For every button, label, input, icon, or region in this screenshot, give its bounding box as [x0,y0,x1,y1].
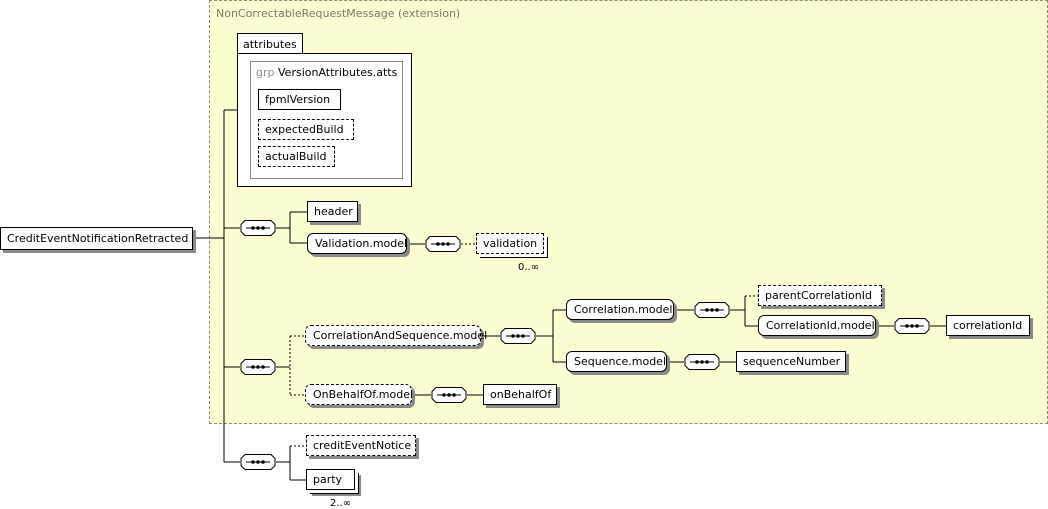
sequence-compositor-3[interactable] [240,453,276,471]
attributes-tab: attributes [237,33,303,54]
sequence-compositor-validation[interactable] [425,235,461,253]
element-sequence-number[interactable]: sequenceNumber [736,351,846,372]
party-cardinality: 2..∞ [330,498,352,509]
model-correlation[interactable]: Correlation.model [566,299,674,320]
element-on-behalf-of[interactable]: onBehalfOf [483,384,557,405]
attribute-group-title: grp VersionAttributes.atts [256,66,397,79]
group-name: VersionAttributes.atts [278,66,398,79]
element-header[interactable]: header [307,201,358,222]
sequence-compositor-correlation-id[interactable] [894,317,930,335]
validation-cardinality: 0..∞ [518,262,540,273]
sequence-compositor-correlation[interactable] [694,301,730,319]
model-correlation-id[interactable]: CorrelationId.model [758,315,876,336]
attr-actual-build[interactable]: actualBuild [258,146,335,167]
element-parent-correlation-id[interactable]: parentCorrelationId [758,285,882,306]
attr-fpml-version[interactable]: fpmlVersion [258,89,341,110]
attr-expected-build[interactable]: expectedBuild [258,119,354,140]
element-party[interactable]: party [306,469,355,490]
root-element[interactable]: CreditEventNotificationRetracted [0,227,193,250]
sequence-compositor-sequence[interactable] [684,353,720,371]
element-validation[interactable]: validation [476,233,544,254]
group-keyword: grp [256,66,275,79]
sequence-compositor-on-behalf-of[interactable] [431,386,467,404]
model-correlation-and-sequence[interactable]: CorrelationAndSequence.model [305,325,487,346]
element-credit-event-notice[interactable]: creditEventNotice [306,435,416,456]
model-sequence[interactable]: Sequence.model [566,351,667,372]
model-on-behalf-of[interactable]: OnBehalfOf.model [305,384,413,405]
sequence-compositor-1[interactable] [240,219,276,237]
element-correlation-id[interactable]: correlationId [946,315,1030,336]
model-validation[interactable]: Validation.model [307,233,407,254]
sequence-compositor-correlation-and-sequence[interactable] [500,327,536,345]
sequence-compositor-2[interactable] [240,358,276,376]
extension-title: NonCorrectableRequestMessage (extension) [216,7,461,20]
